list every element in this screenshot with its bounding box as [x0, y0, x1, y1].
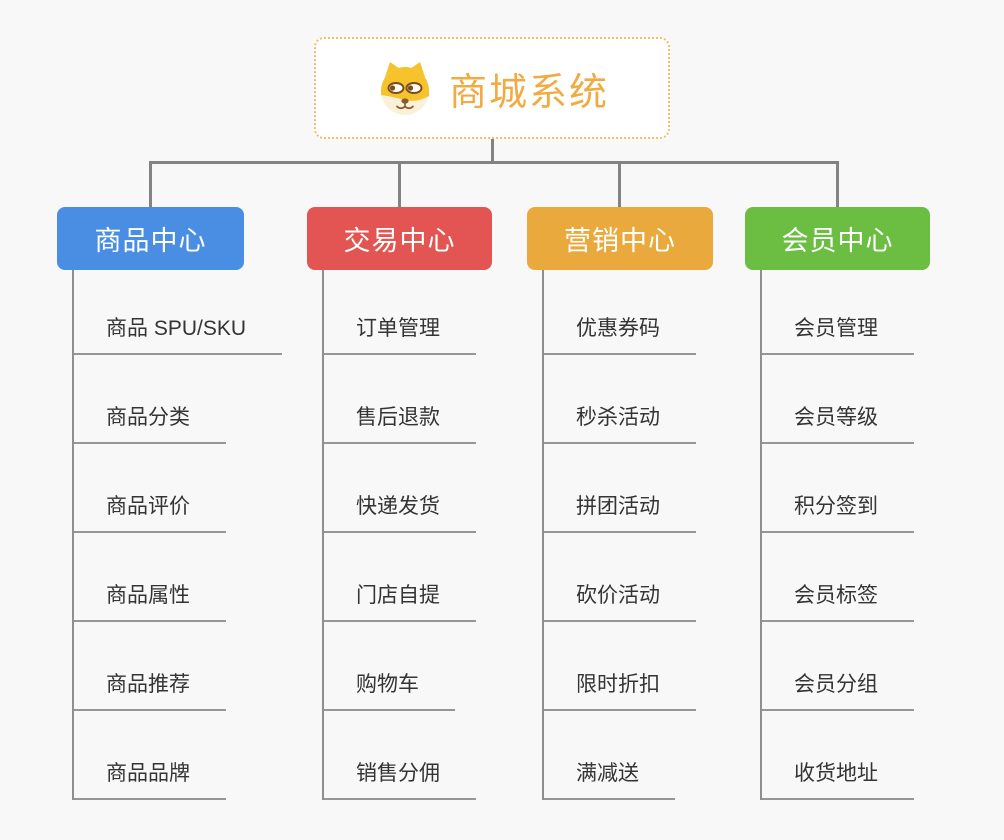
leaf-node[interactable]: 会员标签 — [762, 580, 914, 622]
leaf-node[interactable]: 快递发货 — [324, 491, 476, 533]
leaf-node[interactable]: 满减送 — [544, 758, 675, 800]
leaf-node[interactable]: 积分签到 — [762, 491, 914, 533]
leaf-node[interactable]: 商品品牌 — [74, 758, 226, 800]
leaf-node[interactable]: 门店自提 — [324, 580, 476, 622]
leaf-node[interactable]: 商品评价 — [74, 491, 226, 533]
branch-label: 会员中心 — [781, 226, 894, 256]
branch-label: 商品中心 — [94, 226, 207, 256]
leaf-node[interactable]: 销售分佣 — [324, 758, 476, 800]
leaf-node[interactable]: 收货地址 — [762, 758, 914, 800]
leaf-node[interactable]: 商品 SPU/SKU — [74, 313, 283, 355]
root-node-label: 商城系统 — [448, 71, 609, 114]
leaf-node[interactable]: 订单管理 — [324, 313, 476, 355]
branch-node-trade-center[interactable]: 交易中心 — [307, 207, 492, 270]
leaf-node[interactable]: 购物车 — [324, 669, 455, 711]
branch-label: 交易中心 — [343, 226, 456, 256]
branch-children-marketing-center: 优惠券码 秒杀活动 拼团活动 砍价活动 限时折扣 满减送 — [542, 270, 696, 800]
branch-connector — [836, 163, 839, 207]
leaf-node[interactable]: 拼团活动 — [544, 491, 696, 533]
branch-label: 营销中心 — [564, 226, 676, 256]
leaf-node[interactable]: 会员管理 — [762, 313, 914, 355]
leaf-node[interactable]: 商品分类 — [74, 402, 226, 444]
branch-connector — [149, 163, 152, 207]
branch-children-product-center: 商品 SPU/SKU 商品分类 商品评价 商品属性 商品推荐 商品品牌 — [72, 270, 283, 800]
leaf-node[interactable]: 会员分组 — [762, 669, 914, 711]
root-stem-connector — [491, 139, 494, 163]
leaf-node[interactable]: 售后退款 — [324, 402, 476, 444]
branch-children-trade-center: 订单管理 售后退款 快递发货 门店自提 购物车 销售分佣 — [322, 270, 476, 800]
dog-face-icon — [380, 62, 429, 115]
branch-node-product-center[interactable]: 商品中心 — [57, 207, 244, 270]
branch-children-member-center: 会员管理 会员等级 积分签到 会员标签 会员分组 收货地址 — [760, 270, 914, 800]
horizontal-connector — [149, 161, 839, 164]
leaf-node[interactable]: 优惠券码 — [544, 313, 696, 355]
leaf-node[interactable]: 秒杀活动 — [544, 402, 696, 444]
leaf-node[interactable]: 砍价活动 — [544, 580, 696, 622]
leaf-node[interactable]: 会员等级 — [762, 402, 914, 444]
leaf-node[interactable]: 商品属性 — [74, 580, 226, 622]
branch-node-member-center[interactable]: 会员中心 — [745, 207, 930, 270]
root-node-mall-system[interactable]: 商城系统 — [314, 37, 670, 139]
branch-node-marketing-center[interactable]: 营销中心 — [527, 207, 713, 270]
leaf-node[interactable]: 商品推荐 — [74, 669, 226, 711]
leaf-node[interactable]: 限时折扣 — [544, 669, 696, 711]
branch-connector — [398, 163, 401, 207]
branch-connector — [618, 163, 621, 207]
